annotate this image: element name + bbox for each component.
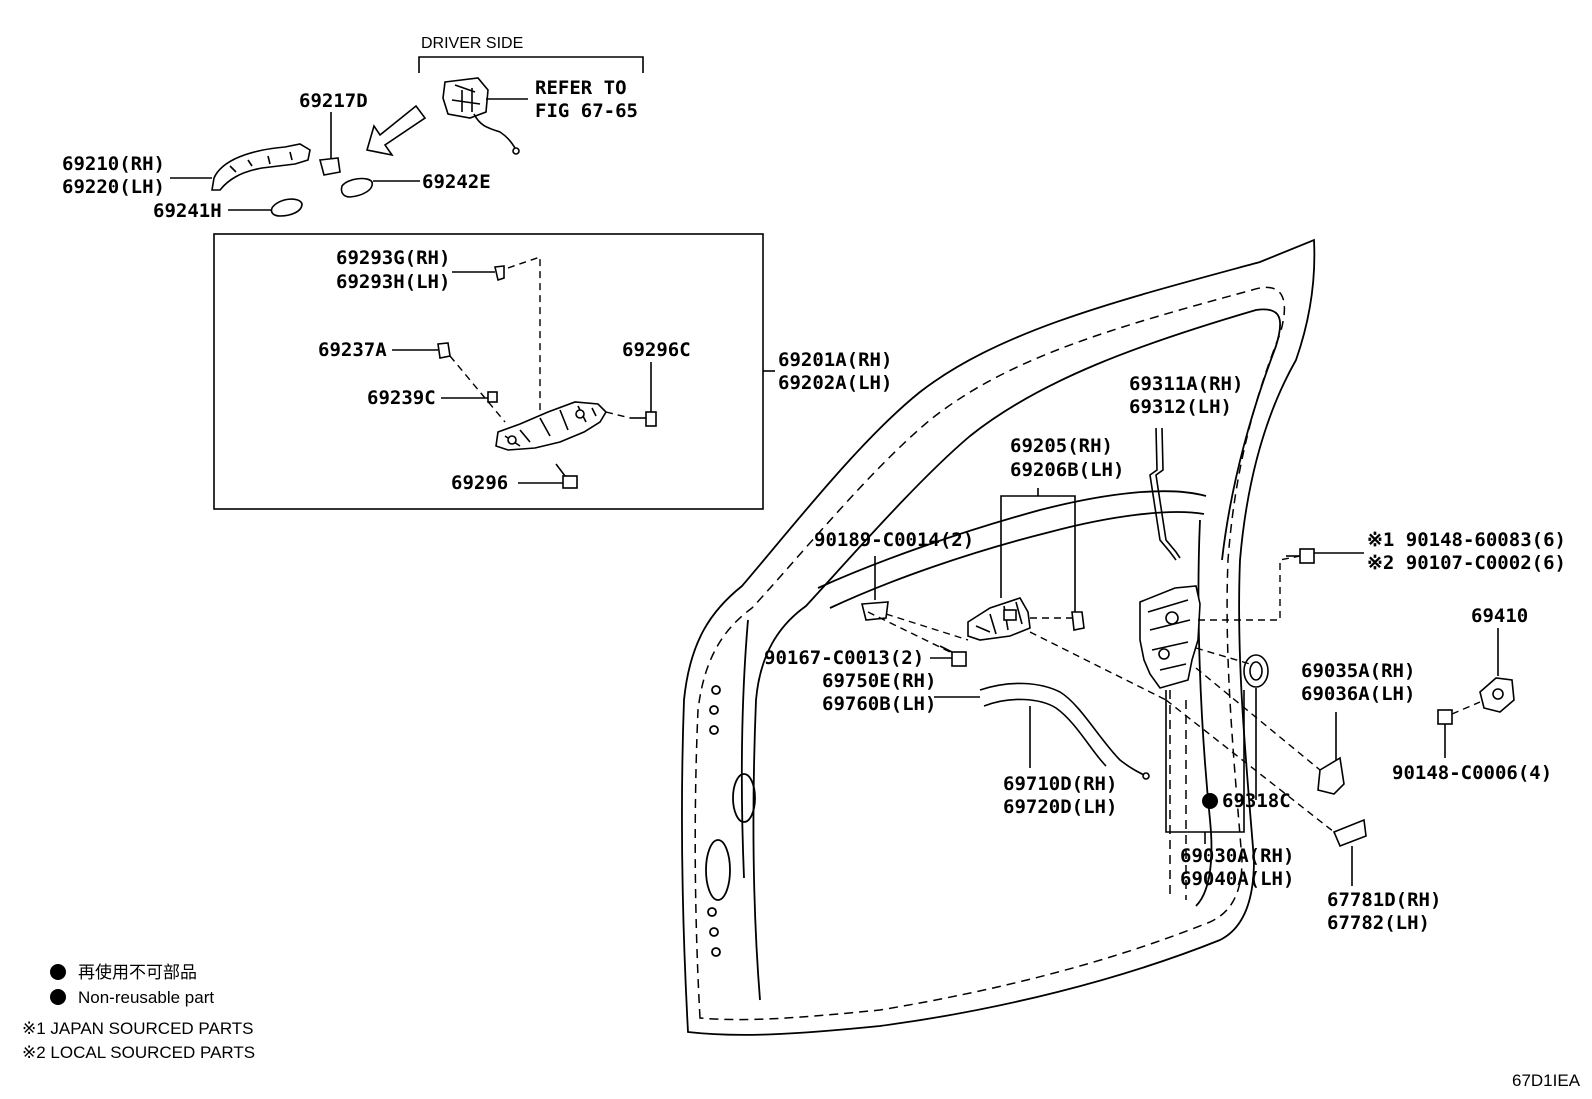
legend-local-sourced: ※2 LOCAL SOURCED PARTS <box>22 1043 255 1062</box>
label-69202A: 69202A(LH) <box>778 372 892 394</box>
label-69040A: 69040A(LH) <box>1180 868 1294 890</box>
driver-side-bracket: DRIVER SIDE <box>418 35 644 73</box>
cable-69750E <box>979 682 1150 780</box>
legend-japan-sourced: ※1 JAPAN SOURCED PARTS <box>22 1019 254 1038</box>
legend-bullet-icon <box>50 964 66 980</box>
label-69201A: 69201A(RH) <box>778 349 892 371</box>
label-69035A: 69035A(RH) <box>1301 660 1415 682</box>
legend-non-reusable-en: Non-reusable part <box>78 988 214 1007</box>
clip-69293G <box>494 265 505 282</box>
label-69242E: 69242E <box>422 171 491 193</box>
cover-67781D <box>1332 818 1367 848</box>
label-90189: 90189-C0014(2) <box>814 529 974 551</box>
clip-90189 <box>860 601 889 621</box>
label-69205: 69205(RH) <box>1010 435 1113 457</box>
seal-69318C <box>1243 654 1269 688</box>
label-69760B: 69760B(LH) <box>822 693 936 715</box>
screw-90167 <box>939 645 967 667</box>
label-69720D: 69720D(LH) <box>1003 796 1117 818</box>
label-69311A: 69311A(RH) <box>1129 373 1243 395</box>
label-90148-C0006: 90148-C0006(4) <box>1392 762 1552 784</box>
outside-handle <box>211 143 311 191</box>
label-67781D: 67781D(RH) <box>1327 889 1441 911</box>
frame-assembly <box>495 401 608 451</box>
screw-90148-60083 <box>1286 548 1315 564</box>
refer-to-text: REFER TO <box>535 77 627 99</box>
label-69206B: 69206B(LH) <box>1010 459 1124 481</box>
label-90148-60083: ※1 90148-60083(6) <box>1367 529 1566 551</box>
label-69296: 69296 <box>451 472 508 494</box>
bolt-69296 <box>555 463 578 489</box>
driver-side-label: DRIVER SIDE <box>421 35 523 52</box>
cap-inside-handle <box>1071 611 1085 631</box>
label-69296C: 69296C <box>622 339 691 361</box>
legend-non-reusable-jp: 再使用不可部品 <box>78 962 197 982</box>
label-90107: ※2 90107-C0002(6) <box>1367 552 1566 574</box>
label-69410: 69410 <box>1471 605 1528 627</box>
label-69318C: 69318C <box>1222 790 1291 812</box>
clip-69237A <box>437 342 451 359</box>
handle-cover-69217D <box>318 157 341 176</box>
label-69293G: 69293G(RH) <box>336 247 450 269</box>
figure-code: 67D1IEA <box>1512 1071 1581 1090</box>
screw-90148-C0006 <box>1437 709 1453 725</box>
bolt-69296C <box>630 411 657 427</box>
label-69210: 69210(RH) <box>62 153 165 175</box>
label-67782: 67782(LH) <box>1327 912 1430 934</box>
key-cylinder <box>442 77 520 155</box>
label-69217D: 69217D <box>299 90 368 112</box>
label-69220: 69220(LH) <box>62 176 165 198</box>
striker-69410 <box>1479 677 1515 713</box>
label-69710D: 69710D(RH) <box>1003 773 1117 795</box>
direction-arrow-icon <box>365 104 427 157</box>
frame-assembly-box <box>213 233 764 510</box>
handle-pad-69241H <box>270 198 303 217</box>
inside-handle <box>967 597 1031 641</box>
lock-rod <box>1149 427 1177 561</box>
pad-69239C <box>487 391 498 403</box>
legend-bullet-icon <box>50 989 66 1005</box>
door-outline <box>681 238 1316 1036</box>
label-69036A: 69036A(LH) <box>1301 683 1415 705</box>
label-69750E: 69750E(RH) <box>822 670 936 692</box>
label-69237A: 69237A <box>318 339 387 361</box>
label-69312: 69312(LH) <box>1129 396 1232 418</box>
refer-fig-text: FIG 67-65 <box>535 100 638 122</box>
cover-69035A <box>1317 756 1345 795</box>
label-69030A: 69030A(RH) <box>1180 845 1294 867</box>
label-90167: 90167-C0013(2) <box>764 647 924 669</box>
handle-pad-69242E <box>340 177 373 198</box>
label-69239C: 69239C <box>367 387 436 409</box>
non-reusable-bullet-icon <box>1202 793 1218 809</box>
door-lock-assembly <box>1139 585 1201 689</box>
label-69241H: 69241H <box>153 200 222 222</box>
label-69293H: 69293H(LH) <box>336 271 450 293</box>
